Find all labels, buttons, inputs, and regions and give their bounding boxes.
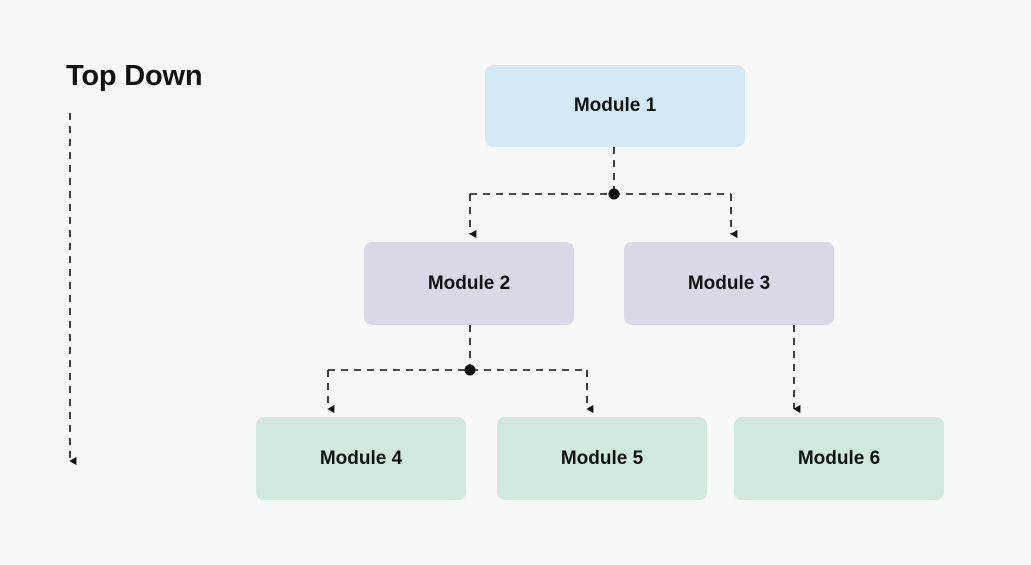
- node-label: Module 1: [573, 95, 657, 116]
- node-label: Module 3: [687, 272, 771, 294]
- node-module-6[interactable]: Module 6: [734, 417, 944, 500]
- node-label: Module 4: [319, 447, 403, 469]
- node-module-1[interactable]: Module 1: [485, 65, 745, 147]
- node-label: Module 6: [797, 447, 881, 469]
- node-module-5[interactable]: Module 5: [497, 417, 707, 500]
- node-module-3[interactable]: Module 3: [624, 242, 834, 325]
- diagram-title: Top Down: [66, 60, 203, 92]
- node-module-2[interactable]: Module 2: [364, 242, 574, 325]
- edge-module-1-trunk: [470, 147, 731, 195]
- edge-module-2-trunk: [328, 325, 587, 371]
- junction-dot-module-2: [464, 364, 476, 376]
- node-module-4[interactable]: Module 4: [256, 417, 466, 500]
- node-label: Module 2: [427, 272, 511, 294]
- node-label: Module 5: [560, 447, 644, 469]
- junction-dot-module-1: [608, 188, 620, 200]
